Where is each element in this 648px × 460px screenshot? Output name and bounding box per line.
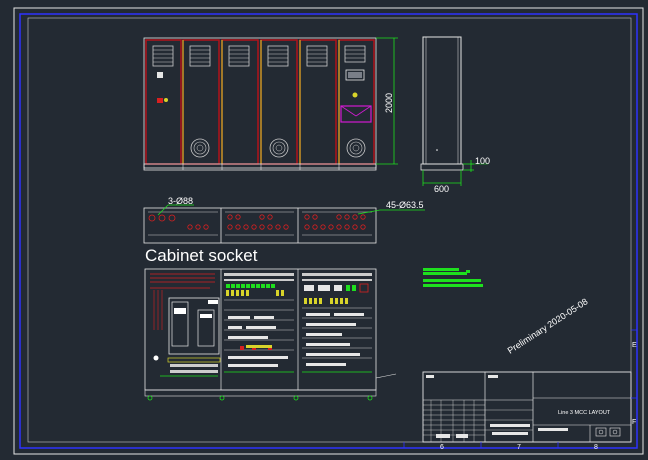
- height-dimension: 2000: [376, 37, 398, 165]
- side-view: 600 100: [420, 36, 490, 194]
- zone-number-6: 6: [440, 444, 444, 451]
- socket-view: 3-Ø88 45-Ø63.5: [143, 196, 425, 244]
- title-block: Line 3 MCC LAYOUT: [422, 371, 632, 443]
- zone-markers: 6 7 8 E F: [403, 329, 637, 451]
- sheet-outer-border: [13, 7, 644, 455]
- hole-callout-small: 3-Ø88: [157, 196, 194, 216]
- cabinet-panel-2: [182, 39, 220, 165]
- base-dimension: 100: [463, 156, 490, 172]
- zone-number-7: 7: [517, 444, 521, 451]
- title-block-frame: [422, 371, 632, 443]
- hole-label-large: 45-Ø63.5: [386, 200, 424, 210]
- zone-number-8: 8: [594, 444, 598, 451]
- front-view-outline: [143, 37, 377, 169]
- drawing-title: Line 3 MCC LAYOUT: [558, 410, 611, 416]
- sheet-inner-border: [19, 13, 638, 449]
- sheet-frame-line: [27, 17, 632, 443]
- side-view-plinth: [420, 163, 464, 171]
- zone-letter-f: F: [632, 419, 636, 426]
- section-title: Cabinet socket: [145, 246, 258, 265]
- socket-outline: [143, 207, 377, 244]
- width-dimension: 600: [422, 170, 462, 194]
- zone-letter-e: E: [632, 342, 637, 349]
- base-dimension-label: 100: [475, 156, 490, 166]
- front-view-plinth: [143, 163, 377, 171]
- cabinet-panel-5: [299, 39, 337, 165]
- front-view: 2000: [143, 37, 398, 171]
- cabinet-panel-3: [221, 39, 259, 165]
- cabinet-panel-4: [260, 39, 298, 165]
- hole-callout-large: 45-Ø63.5: [357, 200, 425, 215]
- hole-label-small: 3-Ø88: [168, 196, 193, 206]
- side-view-outline: [422, 36, 462, 165]
- cabinet-panel-6: [338, 39, 375, 165]
- preliminary-watermark: Preliminary 2020-05-08: [506, 296, 590, 355]
- height-dimension-label: 2000: [384, 93, 394, 113]
- cabinet-panel-1: [145, 39, 182, 165]
- width-dimension-label: 600: [434, 184, 449, 194]
- internal-layout-view: [144, 268, 397, 401]
- green-marker-blocks: [423, 268, 483, 287]
